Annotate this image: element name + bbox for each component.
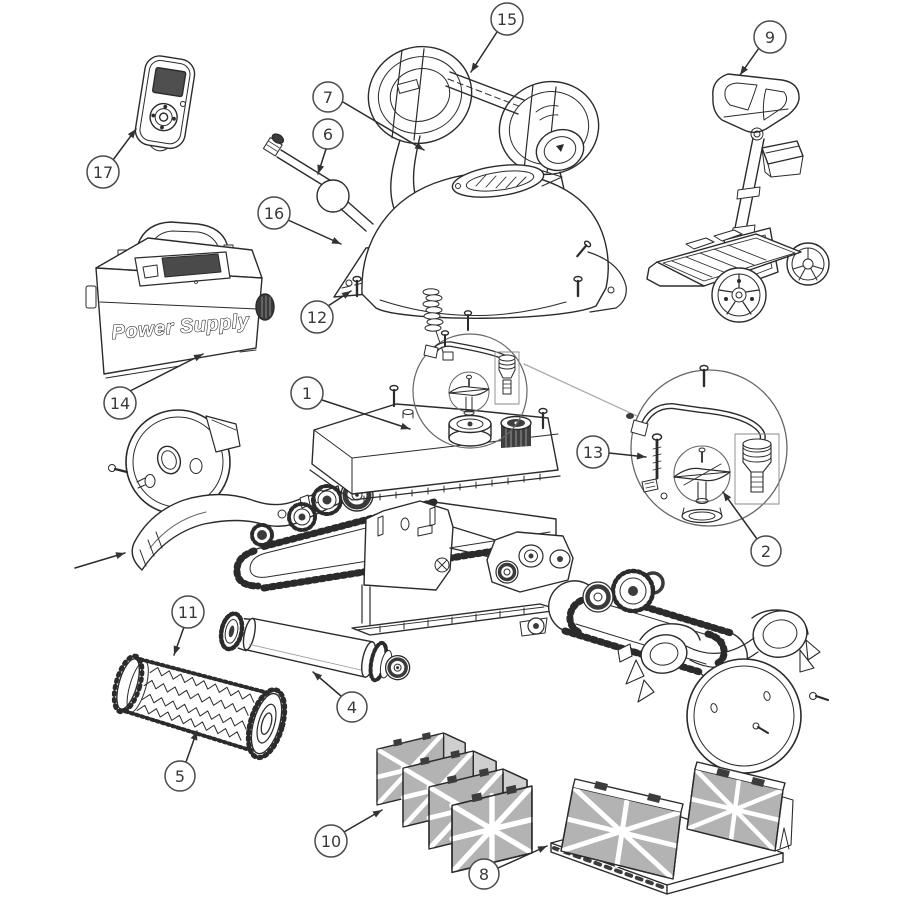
callout-1: 1 [290, 376, 411, 430]
callout-9: 9 [739, 20, 787, 76]
callout-8: 8 [468, 845, 548, 890]
top-plate [451, 164, 563, 198]
power-cord-knob [255, 293, 275, 321]
screw [752, 722, 769, 734]
svg-text:4: 4 [347, 698, 357, 717]
callout-6: 6 [312, 118, 344, 175]
basket-panel-left [558, 778, 684, 882]
caddy-wheel-left [711, 267, 767, 323]
svg-text:12: 12 [307, 308, 327, 327]
callout-10: 10 [314, 809, 383, 858]
callout-7: 7 [312, 81, 425, 151]
callout-11: 11 [171, 595, 205, 656]
motor-block [309, 384, 561, 503]
basket-panel-right [684, 761, 794, 854]
body-dome [361, 171, 627, 319]
screw [352, 240, 592, 298]
spring [422, 288, 444, 353]
detail-circle-large [626, 364, 788, 527]
detail-circle-small [412, 310, 528, 449]
svg-text:10: 10 [321, 832, 341, 851]
screw [440, 310, 473, 347]
filter-basket-assembly [550, 761, 794, 895]
remote-screen [151, 66, 187, 98]
callout-15: 15 [470, 2, 524, 73]
callout-2: 2 [722, 491, 782, 567]
filter-panels [374, 730, 535, 876]
handle-crossbar [445, 71, 525, 115]
power-supply-display [161, 253, 222, 278]
caddy-handle [712, 73, 800, 133]
svg-text:1: 1 [302, 384, 312, 403]
screw [108, 464, 129, 474]
screw [389, 384, 548, 430]
chassis [351, 500, 574, 637]
svg-text:11: 11 [178, 603, 198, 622]
caddy-wheel-right [786, 242, 830, 286]
svg-text:17: 17 [93, 163, 113, 182]
callout-12: 12 [300, 290, 352, 334]
svg-text:14: 14 [110, 394, 130, 413]
handle-float-assembly [262, 45, 627, 353]
pulley-gears-right [582, 568, 665, 614]
brush-roller [111, 653, 288, 761]
svg-text:8: 8 [479, 865, 489, 884]
svg-text:7: 7 [323, 88, 333, 107]
callout-5: 5 [164, 730, 198, 792]
caddy-cart [646, 73, 830, 323]
svg-text:2: 2 [761, 542, 771, 561]
svg-text:15: 15 [497, 10, 517, 29]
svg-text:16: 16 [264, 204, 284, 223]
float-drum-left [367, 45, 473, 145]
handle-pin [262, 133, 374, 232]
callout-17: 17 [86, 128, 137, 189]
side-plate-right [617, 609, 830, 774]
callout-14: 14 [103, 353, 204, 420]
power-supply: Power Supply [85, 221, 275, 379]
svg-text:13: 13 [583, 443, 603, 462]
caddy-platform [646, 229, 802, 287]
callout-16: 16 [257, 196, 342, 245]
magnifier-leader [523, 363, 638, 417]
svg-text:9: 9 [765, 28, 775, 47]
svg-text:5: 5 [175, 767, 185, 786]
callout-13: 13 [576, 435, 647, 469]
screw [809, 692, 830, 702]
screw [699, 364, 709, 388]
callouts: 1 2 4 5 6 7 8 [74, 2, 787, 890]
caddy-basket [761, 140, 804, 178]
roller-tube [218, 611, 411, 683]
screw [651, 433, 663, 480]
float-drum-right [498, 80, 600, 176]
svg-text:6: 6 [323, 125, 333, 144]
remote-control [134, 55, 196, 152]
side-arm-left [131, 485, 343, 571]
callout-4: 4 [312, 671, 368, 723]
